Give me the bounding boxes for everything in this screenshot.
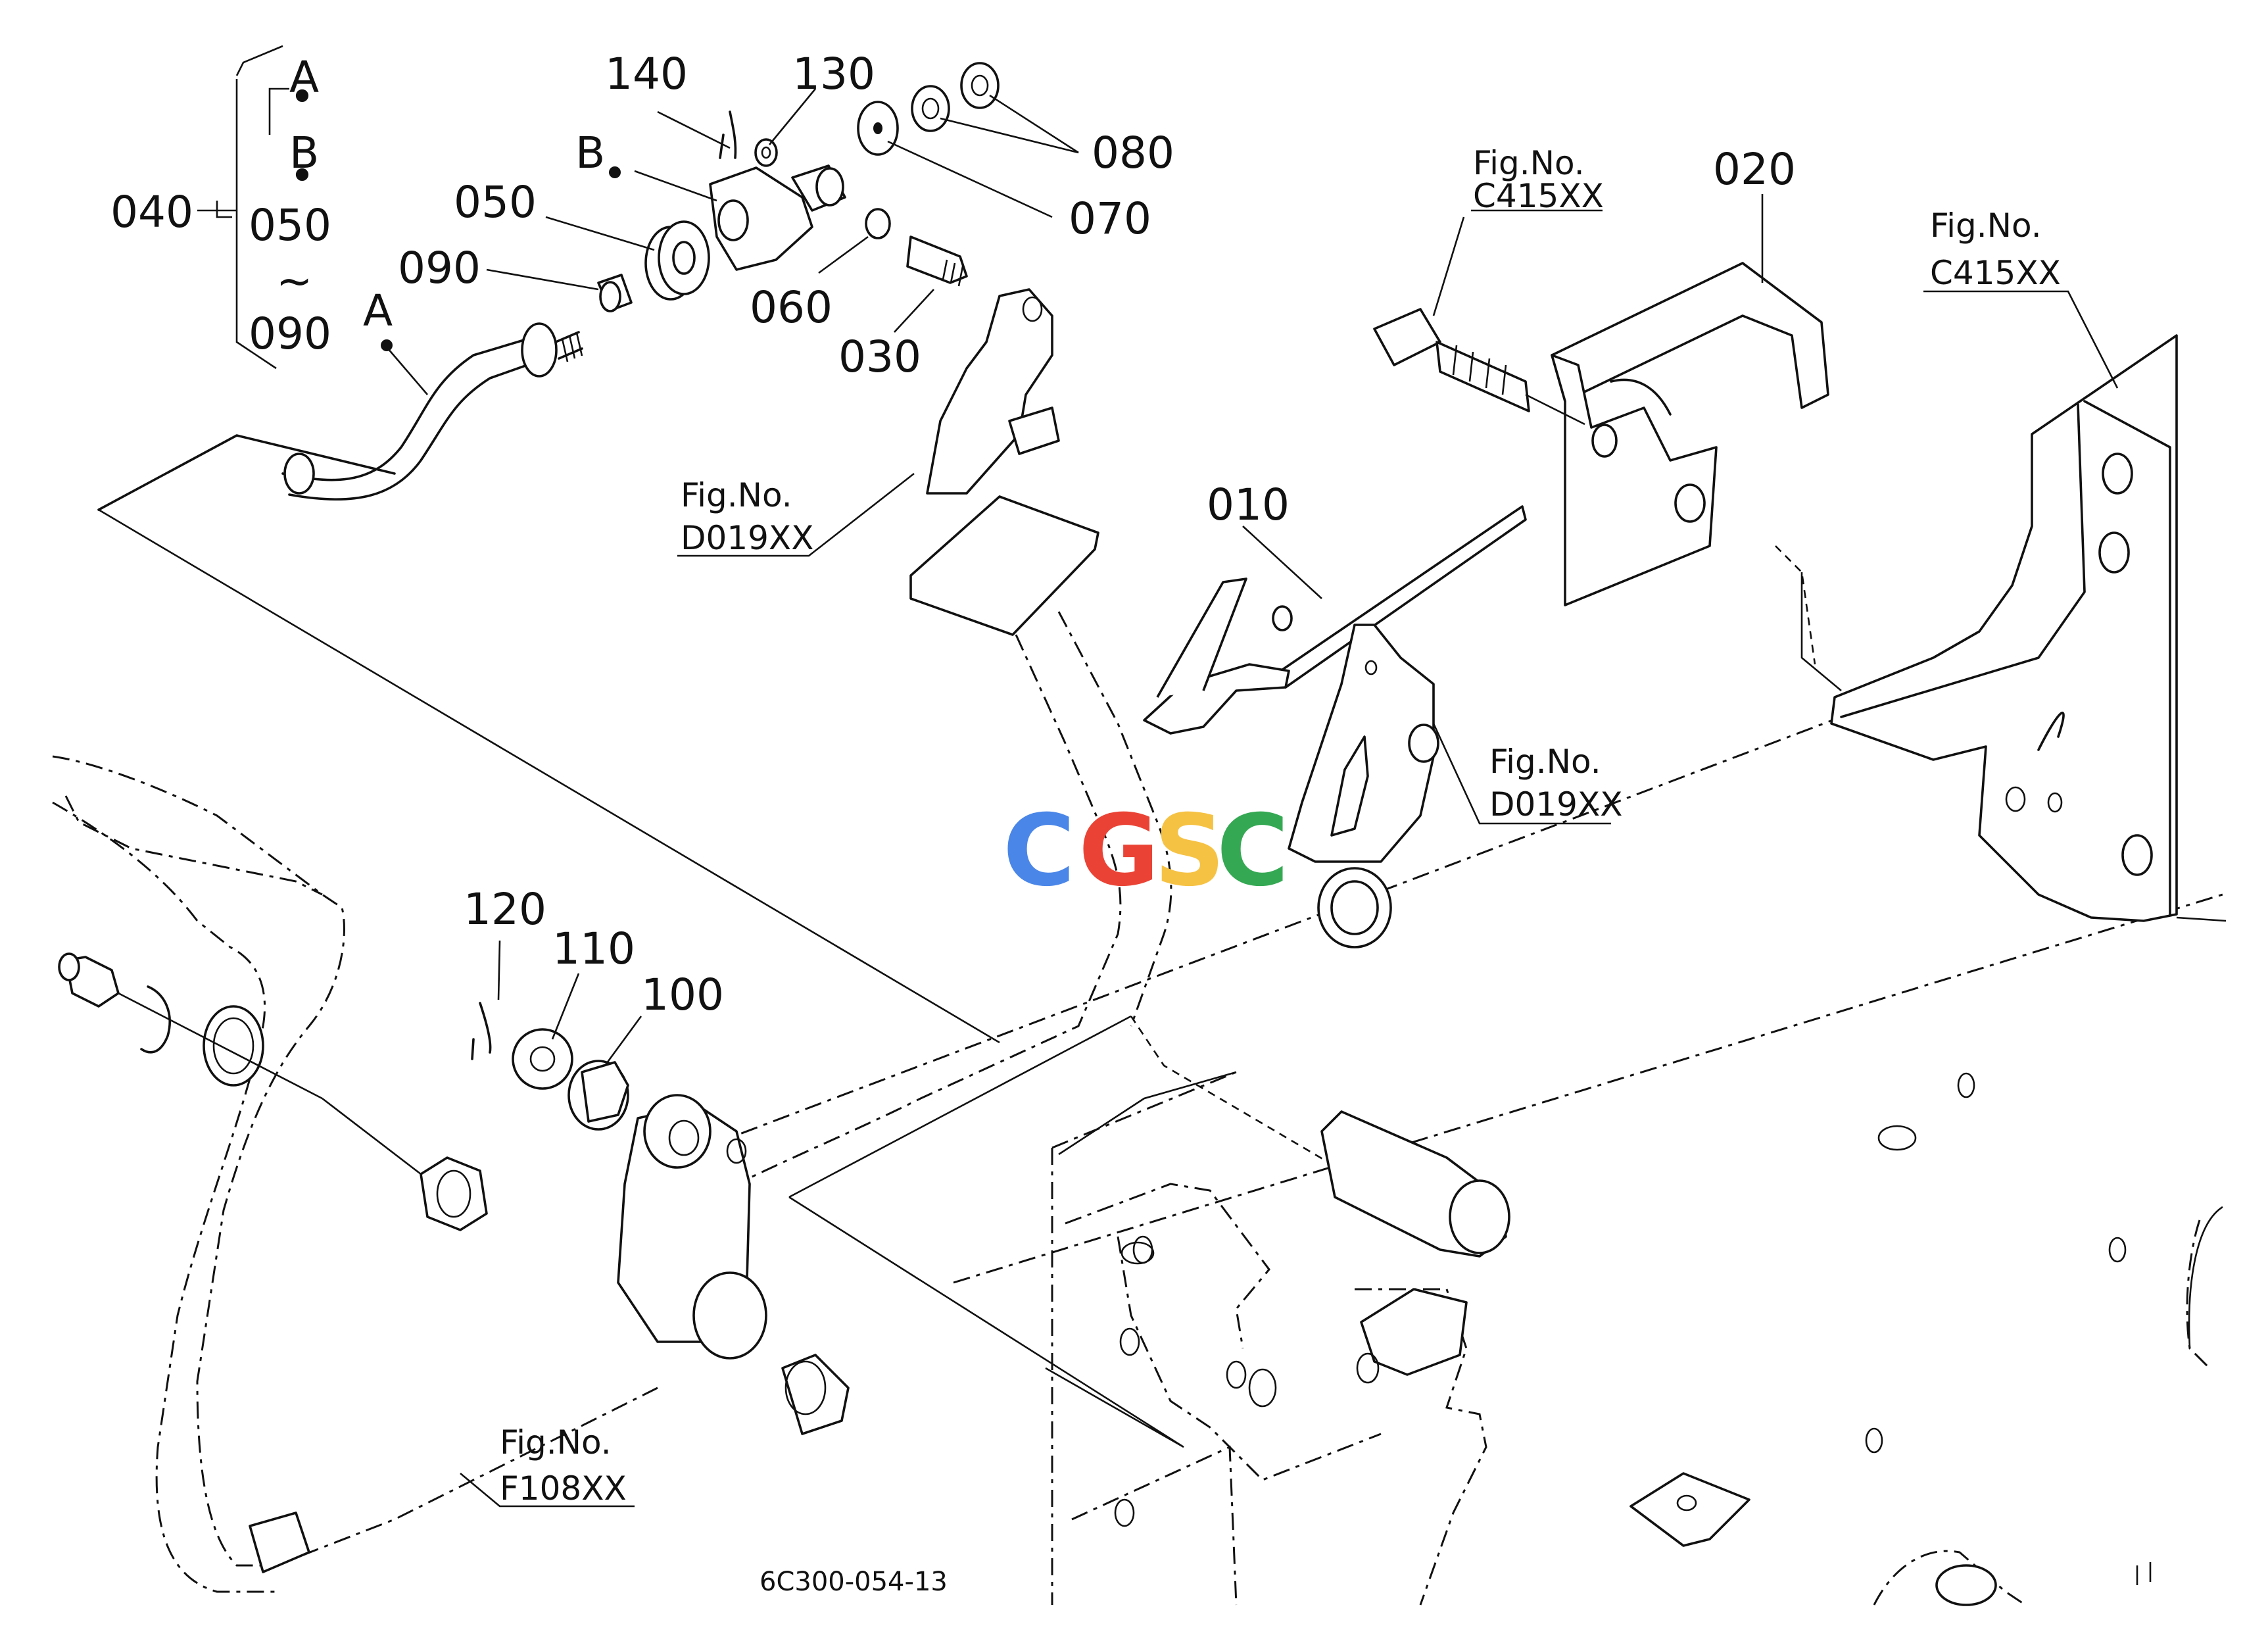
- group-mark-b: B: [289, 128, 319, 178]
- label-090: 090: [398, 243, 481, 293]
- fig-label-c415-right: Fig.No.: [1930, 207, 2042, 245]
- label-040: 040: [110, 187, 193, 237]
- watermark-logo: C G S C: [1003, 794, 1289, 908]
- watermark-letter-c1: C: [1003, 794, 1075, 908]
- ref-label-a: A: [363, 285, 393, 336]
- label-140: 140: [605, 49, 688, 99]
- drawing-code: 6C300-054-13: [760, 1567, 948, 1597]
- label-120: 120: [464, 884, 546, 935]
- ref-dot-a: [381, 339, 393, 351]
- reference-planes: [97, 434, 2223, 1448]
- group-dot-2: •: [289, 151, 315, 201]
- watermark-letter-c2: C: [1217, 794, 1289, 908]
- group-to: 090: [249, 308, 331, 359]
- bracket-020: [1373, 262, 1829, 606]
- fig-number-d019-left: D019XX: [681, 519, 813, 557]
- watermark-letter-g: G: [1078, 794, 1159, 908]
- group-bracket: A • B • 050 ~ 090: [249, 52, 331, 359]
- group-mark-a: A: [289, 52, 319, 103]
- group-tilde: ~: [276, 256, 312, 307]
- left-pedal-frame: [52, 755, 850, 1593]
- watermark-letter-s: S: [1154, 794, 1225, 908]
- fig-number-d019-right: D019XX: [1489, 785, 1622, 823]
- pedal: [710, 495, 1172, 1198]
- group-dot-1: •: [289, 72, 315, 122]
- label-070: 070: [1069, 193, 1151, 244]
- fig-label-f108: Fig.No.: [500, 1423, 612, 1462]
- frame-bracket: [1775, 334, 2227, 922]
- figure-refs: Fig.No. C415XX Fig.No. C415XX Fig.No. D0…: [500, 144, 2061, 1508]
- fig-label-d019-left: Fig.No.: [681, 476, 792, 514]
- label-030: 030: [838, 332, 921, 382]
- label-130: 130: [792, 49, 875, 99]
- label-050: 050: [454, 177, 537, 228]
- label-110: 110: [552, 923, 635, 974]
- label-010: 010: [1207, 479, 1290, 530]
- ref-label-b: B: [575, 128, 605, 178]
- fig-number-f108: F108XX: [500, 1469, 627, 1508]
- label-060: 060: [750, 282, 832, 333]
- part-labels: 040 050 090 140 130 060 030 070 080 020 …: [110, 49, 1796, 1020]
- main-frame: [1051, 1071, 2223, 1606]
- fig-number-c415-top: C415XX: [1473, 177, 1604, 215]
- fig-label-d019-right: Fig.No.: [1489, 743, 1601, 781]
- leader-lines: [197, 45, 2119, 1508]
- group-from: 050: [249, 200, 331, 251]
- label-100: 100: [641, 970, 724, 1020]
- label-020: 020: [1713, 144, 1796, 195]
- label-080: 080: [1092, 128, 1174, 178]
- rod-010: [1143, 505, 1527, 735]
- ref-dot-b: [609, 166, 621, 178]
- lever-d019: [1288, 624, 1439, 948]
- fig-label-c415-top: Fig.No.: [1473, 144, 1585, 182]
- fig-number-c415-right: C415XX: [1930, 254, 2061, 292]
- rod-assembly: [281, 62, 1060, 501]
